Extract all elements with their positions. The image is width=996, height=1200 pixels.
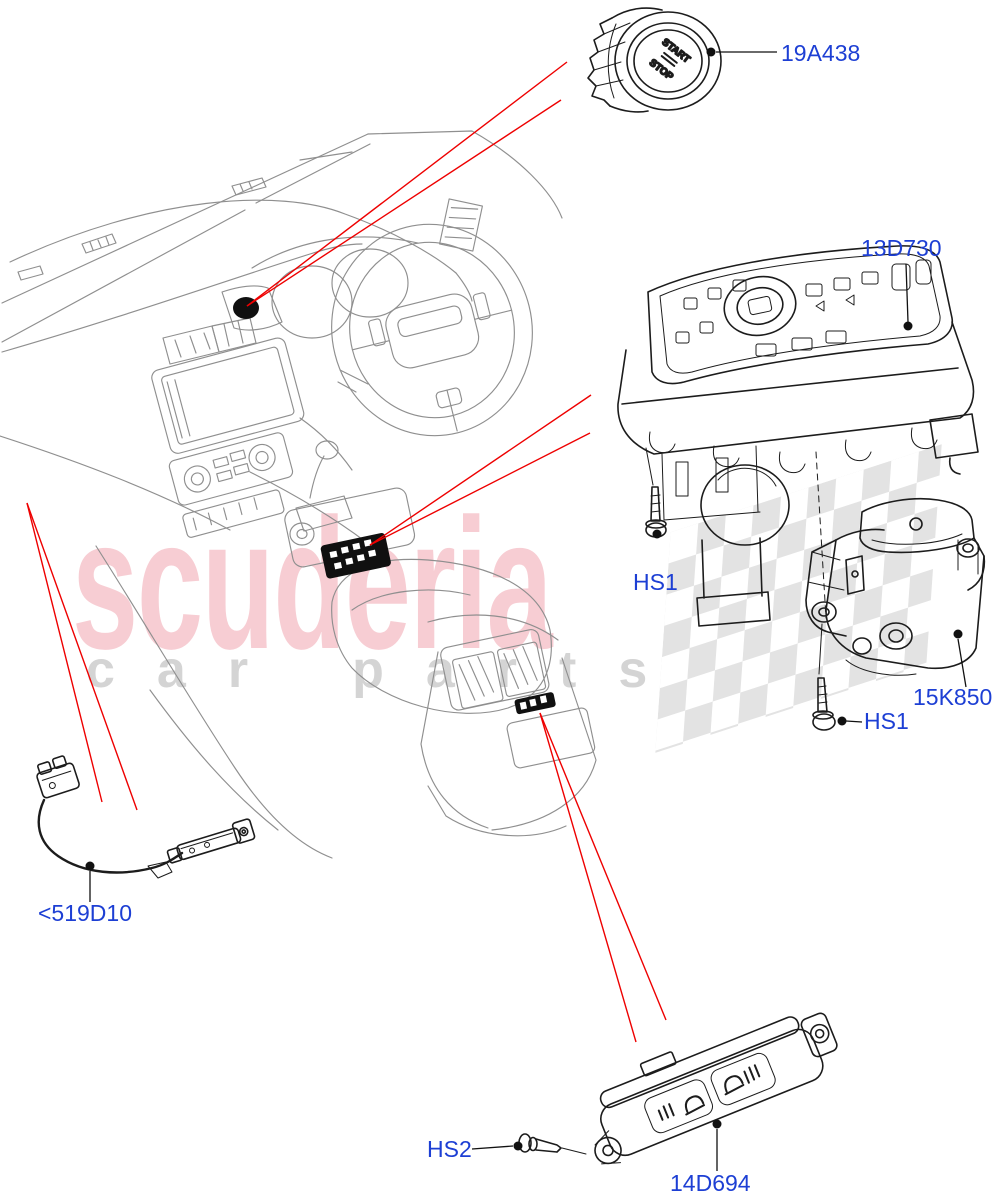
red-callout-lines [26,61,667,1043]
start-stop-button-drawing: START STOP [587,7,722,113]
stop-text: STOP [647,57,675,83]
label-HS1-top[interactable]: HS1 [633,569,678,595]
screw-hs1-mid [812,623,836,731]
console-switch-pack [320,533,391,579]
brand-tagline-watermark: car parts [86,644,689,696]
tagline-parts: parts [352,641,690,699]
label-HS1-mid[interactable]: HS1 [864,708,909,734]
brand-watermark: scuderia [72,481,553,688]
screw-hs1-top [645,447,667,538]
seat-heat-switch-drawing [594,1012,838,1165]
leader-lines [85,47,967,1171]
antenna-cable-drawing [36,755,256,879]
label-519D10[interactable]: <519D10 [38,900,132,926]
rear-switch-strip [233,297,556,715]
label-14D694[interactable]: 14D694 [670,1170,751,1196]
label-19A438[interactable]: 19A438 [781,40,861,66]
selector-switch-module-drawing [617,245,979,627]
label-HS2[interactable]: HS2 [427,1136,472,1162]
dashboard-line-art [0,130,563,546]
control-module-drawing [805,497,986,676]
screw-hs2 [518,1133,587,1155]
label-15K850[interactable]: 15K850 [913,684,993,710]
label-13D730[interactable]: 13D730 [861,235,942,261]
tagline-car: car [86,641,291,699]
center-console-line-art [95,440,597,859]
